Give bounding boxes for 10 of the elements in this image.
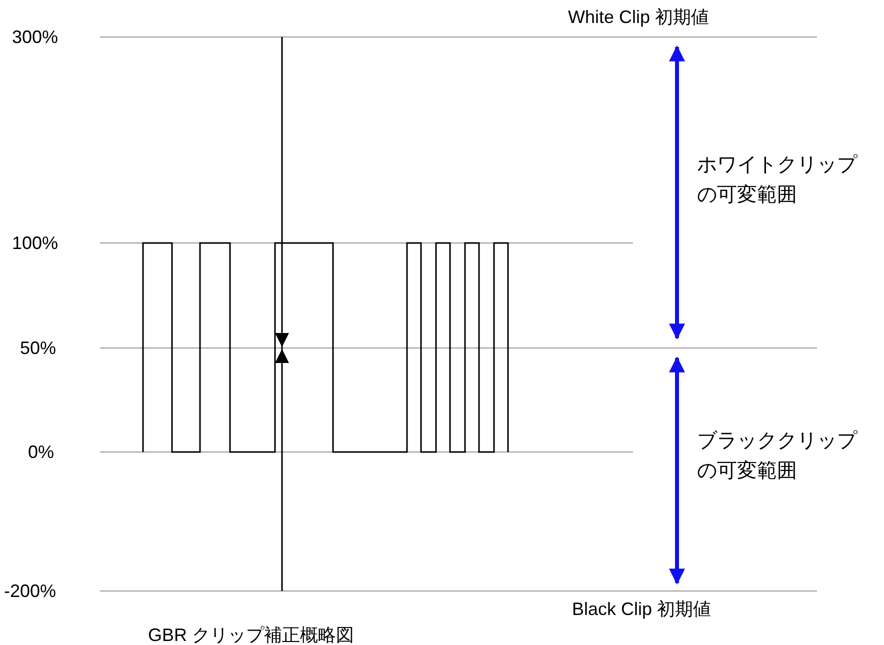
range-label: ブラッククリップの可変範囲 [697,429,858,484]
figure-caption: GBR クリップ補正概略図 [148,624,354,645]
axis-tick-label: 50% [20,337,56,359]
axis-tick-label: 100% [12,232,58,254]
axis-tick-label: 0% [28,441,54,463]
axis-tick-label: -200% [4,580,56,602]
range-label: ホワイトクリップの可変範囲 [697,153,858,208]
clip-default-label: Black Clip 初期値 [572,598,712,620]
clip-default-label: White Clip 初期値 [568,6,710,28]
axis-tick-label: 300% [12,26,58,48]
